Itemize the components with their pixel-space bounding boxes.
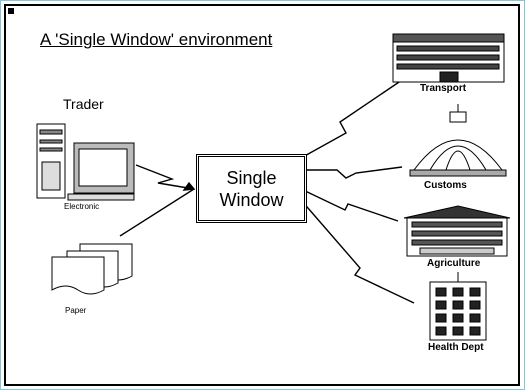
single-window-line2: Window bbox=[219, 189, 284, 210]
link-window-to-customs bbox=[301, 166, 403, 179]
tall-building-icon bbox=[429, 272, 487, 341]
trader-label: Trader bbox=[63, 96, 104, 112]
single-window-box: Single Window bbox=[196, 154, 307, 223]
frame-corner-mark bbox=[8, 8, 14, 14]
link-paper-to-window bbox=[119, 188, 195, 237]
link-window-to-transport bbox=[300, 77, 406, 159]
customs-label: Customs bbox=[424, 180, 467, 191]
computer-icon bbox=[36, 123, 135, 201]
transport-label: Transport bbox=[420, 83, 467, 94]
paper-label: Paper bbox=[65, 306, 87, 315]
electronic-label: Electronic bbox=[64, 202, 100, 211]
arrow-head-icon bbox=[182, 181, 196, 191]
single-window-line1: Single bbox=[226, 167, 277, 188]
health-dept-label: Health Dept bbox=[428, 342, 484, 353]
domed-building-icon bbox=[409, 104, 507, 177]
link-window-to-health bbox=[300, 199, 415, 304]
link-electronic-to-window bbox=[135, 164, 189, 189]
diagram-title: A 'Single Window' environment bbox=[40, 30, 273, 49]
agriculture-label: Agriculture bbox=[427, 258, 481, 269]
office-building-icon bbox=[392, 33, 505, 83]
paper-stack-icon bbox=[51, 243, 133, 295]
government-building-icon bbox=[403, 205, 511, 257]
link-window-to-agriculture bbox=[300, 188, 399, 222]
